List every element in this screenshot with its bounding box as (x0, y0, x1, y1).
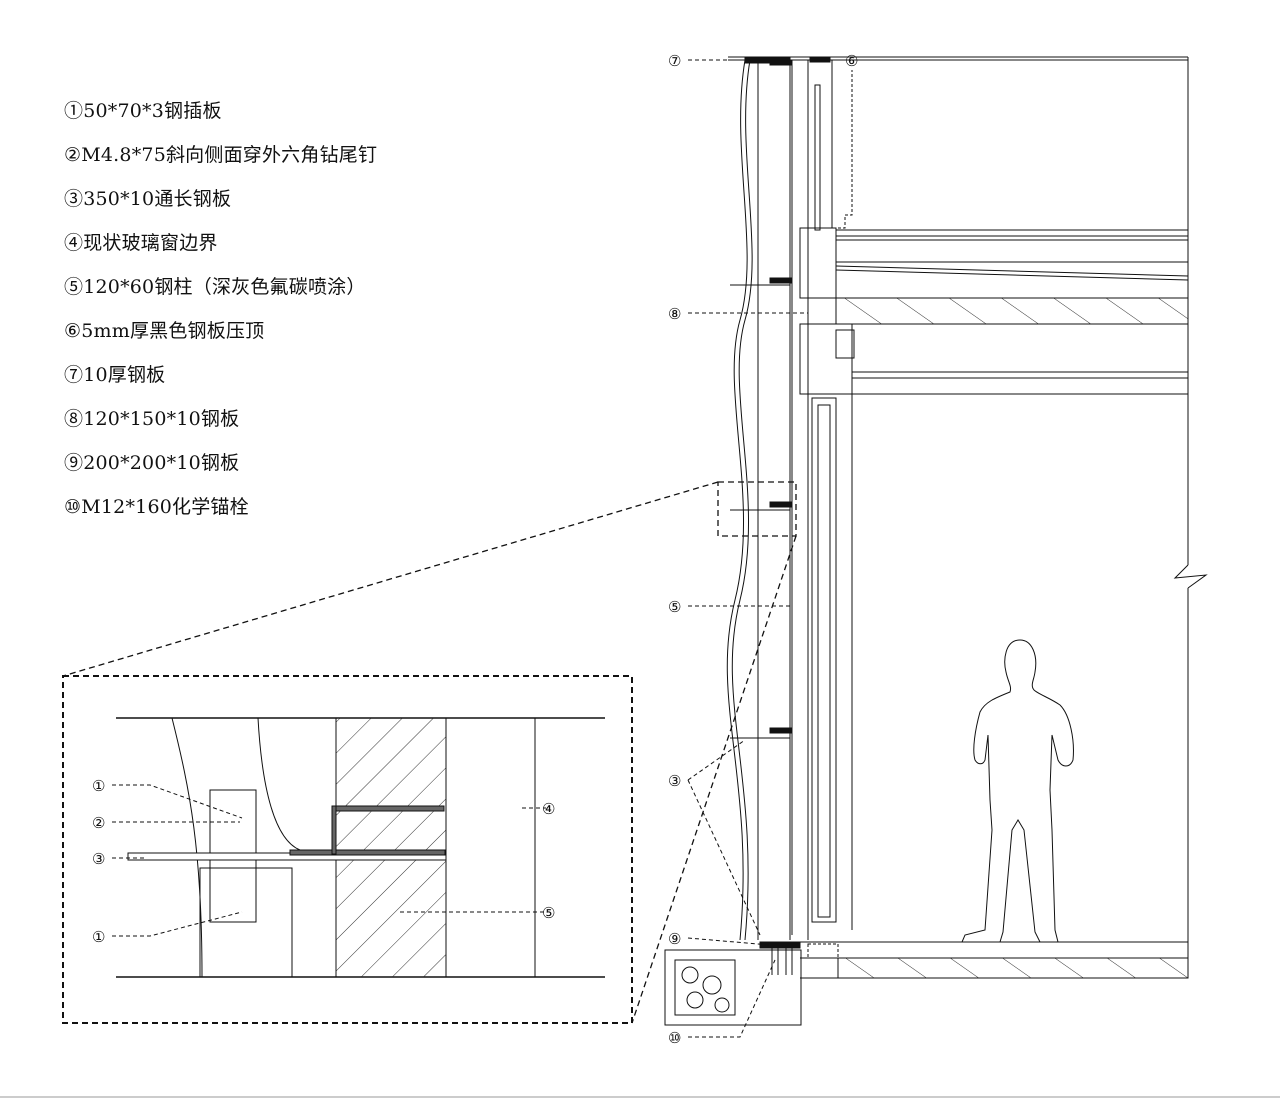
callout-7: ⑦ (668, 52, 681, 70)
callout-leaders (112, 59, 845, 1038)
detail-zoom-markers (62, 481, 797, 1024)
callout-6: ⑥ (845, 52, 858, 70)
facade-column (726, 59, 793, 941)
floor-slab (800, 941, 1189, 979)
callout-labels: ⑦ ⑥ ⑧ ⑤ ③ ⑨ ⑩ ① ② ③ ① ④ ⑤ (92, 52, 858, 1047)
detail-callout-5: ⑤ (542, 904, 555, 922)
callout-10: ⑩ (668, 1029, 681, 1047)
detail-callout-1-top: ① (92, 777, 105, 795)
callout-9: ⑨ (668, 930, 681, 948)
material-legend: ①50*70*3钢插板 ②M4.8*75斜向侧面穿外六角钻尾钉 ③350*10通… (64, 96, 377, 536)
legend-item-9: ⑨200*200*10钢板 (64, 452, 240, 474)
legend-item-7: ⑦10厚钢板 (64, 364, 166, 386)
footing-base (664, 941, 802, 1026)
callout-8: ⑧ (668, 305, 681, 323)
human-figure (961, 639, 1074, 943)
callout-5: ⑤ (668, 598, 681, 616)
legend-item-1: ①50*70*3钢插板 (64, 100, 222, 122)
detail-callout-4: ④ (542, 800, 555, 818)
legend-item-5: ⑤120*60钢柱（深灰色氟碳喷涂） (64, 276, 366, 298)
roof-slab (799, 227, 1189, 395)
legend-item-6: ⑥5mm厚黑色钢板压顶 (64, 320, 265, 342)
legend-item-4: ④现状玻璃窗边界 (64, 232, 218, 254)
legend-item-8: ⑧120*150*10钢板 (64, 408, 240, 430)
legend-item-3: ③350*10通长钢板 (64, 188, 232, 210)
enlarged-detail (116, 717, 605, 978)
legend-item-2: ②M4.8*75斜向侧面穿外六角钻尾钉 (64, 144, 378, 166)
legend-item-10: ⑩M12*160化学锚栓 (64, 496, 249, 518)
detail-callout-2: ② (92, 814, 105, 832)
parapet-cap (744, 56, 853, 231)
glass-window (811, 394, 853, 930)
detail-callout-3: ③ (92, 850, 105, 868)
detail-callout-1-bottom: ① (92, 928, 105, 946)
building-shell (728, 56, 1208, 978)
callout-3: ③ (668, 772, 681, 790)
